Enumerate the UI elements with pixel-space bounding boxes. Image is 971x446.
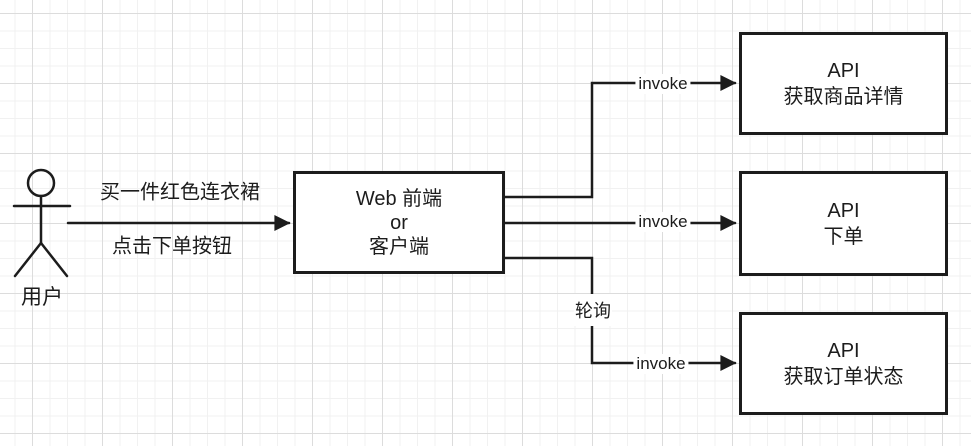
api-box-place-order: API 下单 xyxy=(739,171,948,276)
api-box-order-status-title: API xyxy=(827,339,860,362)
user-figure-leg-left xyxy=(13,241,43,278)
client-box-line-1: Web 前端 xyxy=(355,187,443,210)
invoke-label-middle: invoke xyxy=(635,212,691,232)
polling-label: 轮询 xyxy=(574,294,612,326)
user-arrow-label-top: 买一件红色连衣裙 xyxy=(100,181,260,204)
api-box-place-order-subtitle: 下单 xyxy=(823,225,864,248)
client-box-line-2: or xyxy=(390,211,408,234)
user-stick-figure xyxy=(12,168,72,278)
client-box: Web 前端 or 客户端 xyxy=(293,171,505,274)
user-figure-leg-right xyxy=(39,241,69,278)
invoke-label-bottom: invoke xyxy=(633,354,689,374)
api-box-product-details-title: API xyxy=(827,59,860,82)
api-box-place-order-title: API xyxy=(827,199,860,222)
client-to-api-product-connector xyxy=(503,74,737,199)
user-arrow-label-bottom: 点击下单按钮 xyxy=(112,235,232,258)
api-box-product-details-subtitle: 获取商品详情 xyxy=(783,85,904,108)
actor-label: 用户 xyxy=(21,286,63,309)
client-box-line-3: 客户端 xyxy=(369,235,429,258)
api-box-order-status: API 获取订单状态 xyxy=(739,312,948,415)
user-figure-head xyxy=(26,168,56,198)
api-box-product-details: API 获取商品详情 xyxy=(739,32,948,135)
invoke-label-top: invoke xyxy=(635,74,691,94)
client-to-api-status-connector xyxy=(503,256,737,372)
api-box-order-status-subtitle: 获取订单状态 xyxy=(783,365,904,388)
